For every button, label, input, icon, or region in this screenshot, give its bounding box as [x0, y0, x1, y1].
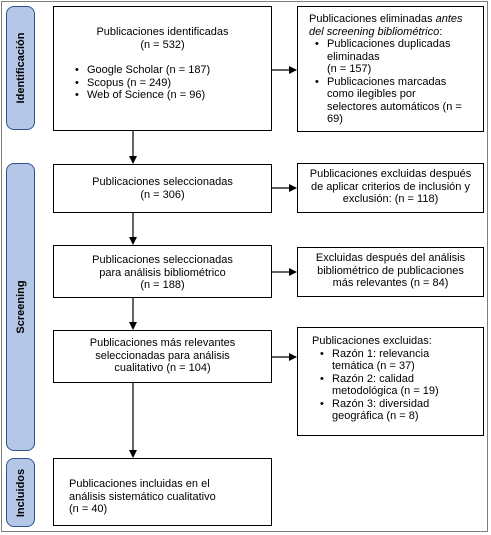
- removed-duplicates: Publicaciones duplicadas eliminadas (n =…: [315, 38, 483, 76]
- phase-screening: Screening: [6, 163, 35, 451]
- reason-3: Razón 3: diversidad geográfica (n = 8): [320, 398, 483, 423]
- box-excluded-criteria: Publicaciones excluidas después de aplic…: [297, 163, 484, 213]
- source-scopus: Scopus (n = 249): [75, 77, 271, 90]
- excluded-reasons-title: Publicaciones excluidas:: [312, 335, 432, 347]
- sources-list: Google Scholar (n = 187) Scopus (n = 249…: [54, 64, 271, 102]
- box-selected: Publicaciones seleccionadas (n = 306): [53, 164, 272, 213]
- phase-included: Incluidos: [6, 458, 35, 527]
- box-removed: Publicaciones eliminadas antes del scree…: [297, 6, 484, 132]
- removed-illegible: Publicaciones marcadas como ilegibles po…: [315, 76, 483, 126]
- box-excluded-reasons: Publicaciones excluidas: Razón 1: releva…: [297, 327, 484, 436]
- reasons-list: Razón 1: relevancia temática (n = 37) Ra…: [312, 348, 483, 423]
- identified-count: (n = 532): [140, 38, 185, 51]
- source-google-scholar: Google Scholar (n = 187): [75, 64, 271, 77]
- box-identified: Publicaciones identificadas (n = 532) Go…: [53, 6, 272, 131]
- selected-count: (n = 306): [140, 188, 185, 201]
- source-web-of-science: Web of Science (n = 96): [75, 89, 271, 102]
- selected-title: Publicaciones seleccionadas: [92, 176, 233, 188]
- box-excluded-biblio: Excluidas después del análisis bibliomét…: [297, 247, 484, 297]
- included-count: (n = 40): [69, 503, 108, 515]
- removed-list: Publicaciones duplicadas eliminadas (n =…: [309, 38, 483, 126]
- box-bibliometric: Publicaciones seleccionadas para análisi…: [53, 245, 272, 298]
- identified-title: Publicaciones identificadas: [96, 26, 229, 38]
- removed-title: Publicaciones eliminadas antes del scree…: [309, 13, 463, 38]
- reason-2: Razón 2: calidad metodológica (n = 19): [320, 373, 483, 398]
- reason-1: Razón 1: relevancia temática (n = 37): [320, 348, 483, 373]
- box-relevant: Publicaciones más relevantes seleccionad…: [53, 330, 272, 383]
- phase-identification: Identificación: [6, 6, 35, 130]
- biblio-count: (n = 188): [140, 279, 185, 291]
- box-included: Publicaciones incluidas en el análisis s…: [53, 458, 272, 526]
